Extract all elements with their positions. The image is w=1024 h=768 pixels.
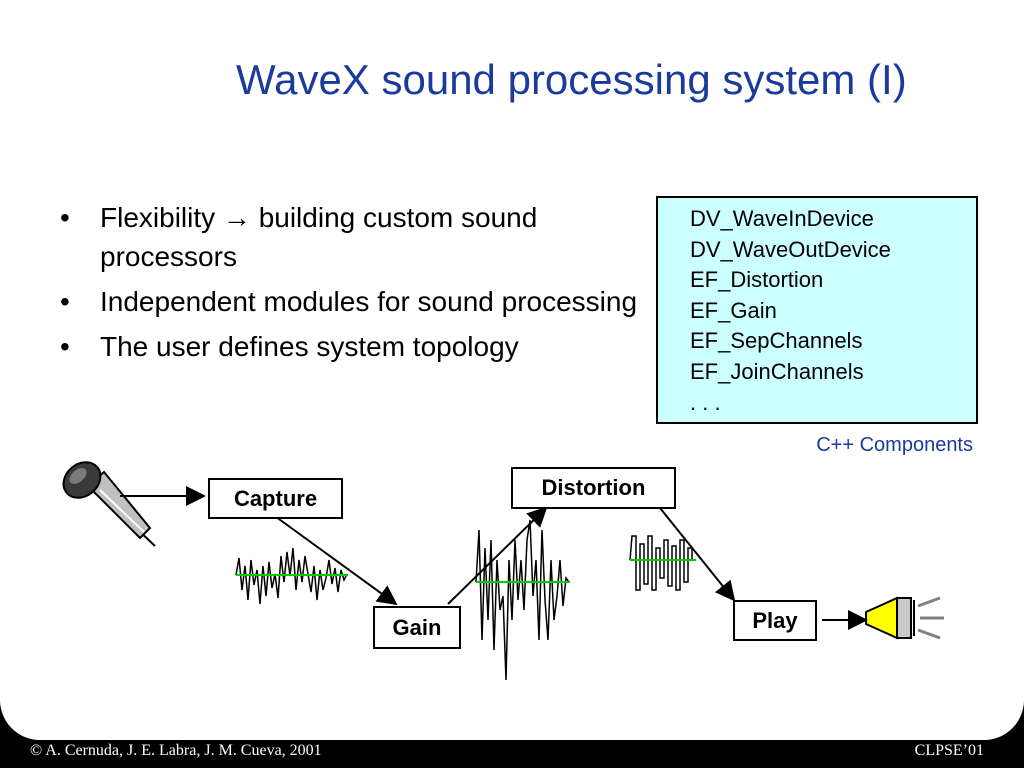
bullet-marker: •: [60, 202, 70, 233]
topology-diagram: [62, 461, 944, 681]
gain-node-label: Gain: [392, 615, 442, 640]
arrow-capture-gain: [271, 513, 398, 606]
slide: WaveX sound processing system (I) • Flex…: [0, 0, 1024, 740]
play-node-label: Play: [752, 608, 798, 633]
component-item: DV_WaveInDevice: [690, 206, 874, 231]
bullet-text: The user defines system topology: [100, 331, 519, 362]
bullet-item: • Flexibility → building custom sound pr…: [60, 198, 660, 276]
bullet-marker: •: [60, 286, 70, 317]
waveform-distortion: [629, 535, 696, 591]
component-item: EF_SepChannels: [690, 328, 863, 354]
footer-copyright: © A. Cernuda, J. E. Labra, J. M. Cueva, …: [30, 742, 322, 759]
gain-node: Gain: [373, 606, 461, 649]
slide-title: WaveX sound processing system (I): [236, 56, 907, 103]
component-item: . . .: [690, 389, 721, 415]
waveform-capture: [235, 547, 348, 605]
bullet-marker: •: [60, 331, 70, 362]
component-item: EF_Distortion: [690, 267, 824, 293]
components-caption: C++ Components: [816, 434, 973, 456]
bullet-text: Flexibility → building custom sound proc…: [100, 202, 538, 272]
arrow-distortion-play: [659, 507, 736, 602]
components-box: DV_WaveInDevice DV_WaveOutDevice EF_Dist…: [656, 196, 978, 424]
waveform-gain: [475, 519, 570, 681]
microphone-icon: [62, 461, 156, 547]
bullet-list: • Flexibility → building custom sound pr…: [60, 198, 660, 372]
play-node: Play: [733, 600, 817, 641]
component-item: DV_WaveOutDevice: [690, 236, 891, 262]
speaker-icon: [865, 596, 944, 640]
distortion-node-label: Distortion: [541, 475, 646, 500]
footer-conference: CLPSE’01: [914, 742, 984, 759]
distortion-node: Distortion: [511, 467, 676, 509]
bullet-item: • Independent modules for sound processi…: [60, 282, 660, 321]
component-item: EF_JoinChannels: [690, 358, 864, 384]
capture-node: Capture: [208, 478, 343, 519]
bullet-item: • The user defines system topology: [60, 327, 660, 366]
bullet-text: Independent modules for sound processing: [100, 286, 638, 317]
component-item: EF_Gain: [690, 297, 777, 323]
capture-node-label: Capture: [233, 486, 318, 511]
